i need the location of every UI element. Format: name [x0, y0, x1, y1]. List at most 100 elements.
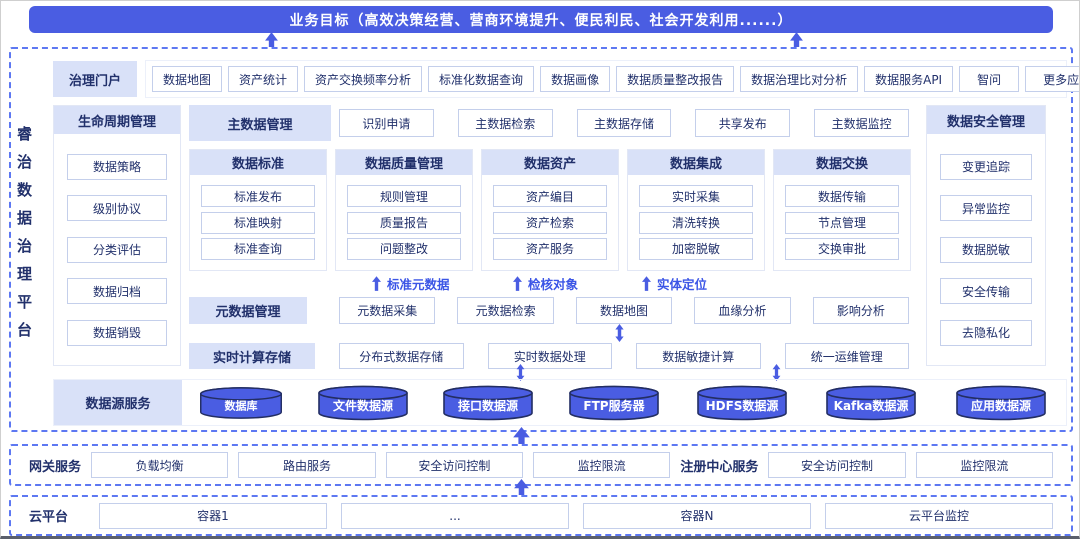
up-arrow-icon: [642, 276, 651, 291]
database-cylinder-icon: 文件数据源: [317, 385, 408, 420]
cylinder-label: HDFS数据源: [705, 398, 778, 413]
gateway-item: 安全访问控制: [385, 452, 523, 478]
datasource-label: 数据源服务: [54, 380, 182, 425]
master-data-item: 识别申请: [339, 109, 434, 137]
portal-item: 数据画像: [540, 66, 611, 92]
flow-label: 标准元数据: [387, 277, 450, 292]
gateway-label: 网关服务: [29, 459, 82, 475]
lifecycle-item: 分类评估: [67, 236, 167, 263]
cloud-label: 云平台: [29, 510, 69, 525]
double-arrow-icon: [772, 364, 781, 381]
double-arrow-icon: [516, 364, 525, 381]
cloud-item: 容器1: [99, 502, 327, 529]
realtime-label: 实时计算存储: [189, 343, 315, 369]
master-data-label: 主数据管理: [189, 105, 331, 141]
registry-item: 安全访问控制: [768, 452, 906, 478]
master-data-item: 主数据存储: [576, 109, 672, 137]
flow-label: 检核对象: [528, 277, 579, 292]
realtime-item: 分布式数据存储: [339, 343, 464, 369]
business-goal-banner: 业务目标（高效决策经营、营商环境提升、便民利民、社会开发利用......）: [29, 6, 1053, 33]
metadata-item: 数据地图: [575, 297, 673, 324]
realtime-item: 统一运维管理: [784, 343, 909, 369]
panel-item: 实时采集: [639, 185, 753, 208]
data-security-panel: 数据安全管理 变更追踪 异常监控 数据脱敏 安全传输 去隐私化: [926, 105, 1046, 366]
platform-vertical-title: 睿治数据治理平台: [15, 126, 33, 350]
cloud-item: 容器N: [583, 502, 811, 529]
master-data-item: 主数据监控: [814, 109, 909, 137]
panel-item: 标准映射: [201, 211, 315, 234]
cloud-item: ...: [341, 502, 569, 529]
gateway-item: 监控限流: [533, 452, 671, 478]
registry-item: 监控限流: [915, 452, 1053, 478]
lifecycle-header: 生命周期管理: [54, 106, 180, 134]
panel-item: 节点管理: [785, 211, 899, 234]
database-cylinder-icon: Kafka数据源: [826, 385, 917, 420]
portal-item: 数据质量整改报告: [616, 66, 735, 92]
security-item: 数据脱敏: [940, 236, 1032, 263]
panel-item: 标准查询: [201, 237, 315, 260]
master-data-item: 共享发布: [695, 109, 791, 137]
data-integration-panel: 数据集成 实时采集 清洗转换 加密脱敏: [627, 149, 765, 271]
cylinder-label: 数据库: [225, 398, 258, 412]
panel-item: 资产服务: [493, 237, 607, 260]
up-arrow-icon: [514, 479, 529, 503]
metadata-item: 元数据检索: [457, 297, 554, 324]
portal-item: 数据地图: [152, 66, 223, 92]
metadata-item: 影响分析: [812, 297, 910, 324]
panel-header: 数据质量管理: [336, 150, 472, 175]
cylinder-label: Kafka数据源: [834, 398, 909, 413]
lifecycle-panel: 生命周期管理 数据策略 级别协议 分类评估 数据归档 数据销毁: [53, 105, 181, 366]
capability-columns: 数据标准 标准发布 标准映射 标准查询 数据质量管理 规则管理 质量报告 问题整…: [189, 149, 911, 271]
database-cylinder-icon: 接口数据源: [443, 385, 534, 420]
security-item: 变更追踪: [940, 153, 1032, 180]
portal-label: 治理门户: [53, 61, 137, 97]
panel-item: 加密脱敏: [639, 237, 753, 260]
portal-item: 标准化数据查询: [428, 66, 535, 92]
data-standard-panel: 数据标准 标准发布 标准映射 标准查询: [189, 149, 327, 271]
security-item: 安全传输: [940, 278, 1032, 304]
panel-header: 数据资产: [482, 150, 618, 175]
portal-item: 资产交换频率分析: [304, 66, 423, 92]
realtime-item: 实时数据处理: [487, 343, 612, 369]
database-cylinder-icon: FTP服务器: [569, 385, 659, 420]
portal-item: 智问: [959, 66, 1020, 92]
portal-item: 数据治理比对分析: [740, 66, 859, 92]
flow-label-group: 检核对象: [513, 275, 578, 292]
database-cylinder-icon: 应用数据源: [956, 385, 1046, 420]
data-exchange-panel: 数据交换 数据传输 节点管理 交换审批: [773, 149, 911, 271]
security-item: 去隐私化: [940, 319, 1032, 346]
gateway-item: 路由服务: [238, 452, 376, 478]
master-data-items-row: 识别申请 主数据检索 主数据存储 共享发布 主数据监控: [339, 109, 909, 137]
metadata-item: 元数据采集: [339, 297, 436, 324]
panel-header: 数据标准: [190, 150, 326, 175]
metadata-label: 元数据管理: [189, 297, 307, 324]
double-arrow-icon: [615, 324, 624, 342]
cylinder-label: 文件数据源: [333, 398, 393, 413]
lifecycle-item: 数据归档: [67, 278, 167, 304]
metadata-items-row: 元数据采集 元数据检索 数据地图 血缘分析 影响分析: [339, 297, 910, 324]
up-arrow-icon: [513, 276, 522, 291]
gateway-item: 负载均衡: [91, 452, 229, 478]
cylinder-label: 应用数据源: [971, 398, 1031, 413]
panel-item: 资产检索: [493, 211, 607, 234]
registry-label: 注册中心服务: [680, 459, 759, 475]
datasource-cylinders: 数据库 文件数据源 接口数据源 FTP服务器 HDFS数据源: [182, 380, 1066, 425]
cylinder-label: 接口数据源: [458, 398, 518, 413]
lifecycle-item: 数据销毁: [67, 319, 167, 346]
realtime-item: 数据敏捷计算: [636, 343, 761, 369]
portal-item: 更多应用: [1025, 66, 1079, 92]
portal-item: 数据服务API: [864, 66, 954, 92]
database-cylinder-icon: 数据库: [200, 386, 282, 419]
security-header: 数据安全管理: [927, 106, 1045, 134]
cloud-container: 云平台 容器1 ... 容器N 云平台监控: [9, 495, 1073, 536]
flow-label-group: 实体定位: [642, 275, 707, 292]
metadata-item: 血缘分析: [694, 297, 791, 324]
panel-item: 标准发布: [201, 185, 315, 208]
panel-header: 数据集成: [628, 150, 764, 175]
panel-item: 交换审批: [785, 237, 899, 260]
panel-item: 质量报告: [347, 211, 461, 234]
up-arrow-icon: [372, 276, 381, 291]
panel-item: 资产编目: [493, 185, 607, 208]
gateway-container: 网关服务 负载均衡 路由服务 安全访问控制 监控限流 注册中心服务 安全访问控制…: [9, 444, 1073, 486]
